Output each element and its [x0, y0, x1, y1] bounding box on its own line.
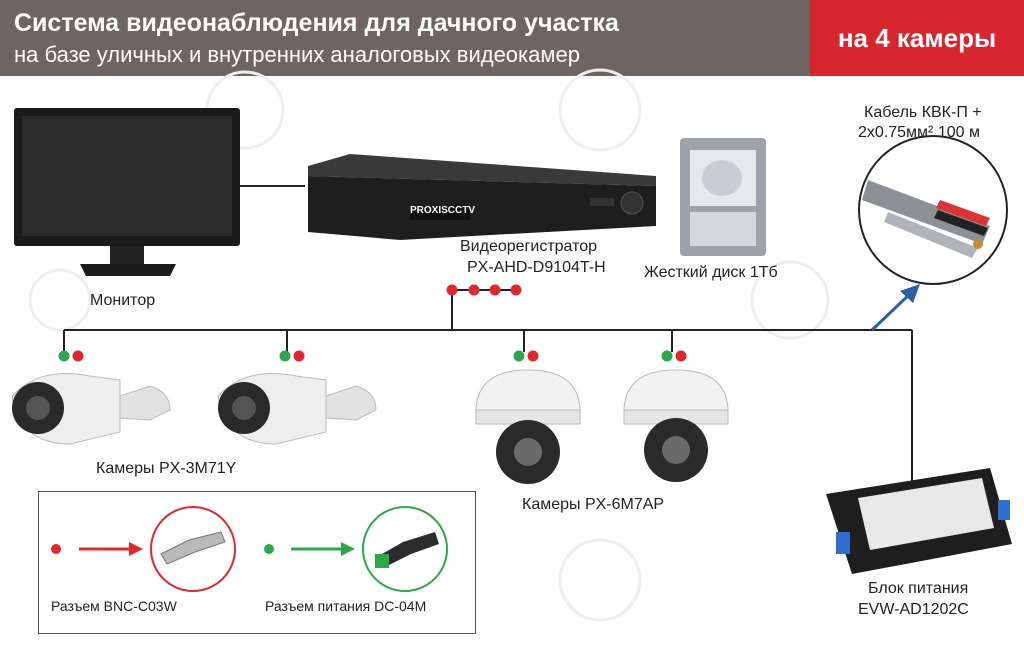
- signal-dot-icon: [51, 544, 61, 554]
- monitor-label: Монитор: [90, 292, 156, 309]
- cable-label-line1: Кабель КВК-П +: [864, 104, 982, 121]
- bullet-cameras-label: Камеры PX-3M71Y: [96, 460, 237, 477]
- wiring: [63, 185, 913, 486]
- dome-camera-2: [623, 369, 729, 482]
- dvr-image: [308, 154, 656, 240]
- hdd-label: Жесткий диск 1Тб: [644, 264, 778, 281]
- dvr-label-line1: Видеорегистратор: [460, 238, 598, 255]
- dome-cameras-label: Камеры PX-6M7AP: [522, 496, 665, 513]
- connector-legend: Разъем BNC-C03W Разъем питания DC-04M: [38, 491, 476, 634]
- hdd-image: [680, 138, 766, 256]
- camera-count-badge: на 4 камеры: [810, 0, 1024, 76]
- psu-label-line2: EVW-AD1202C: [858, 601, 969, 618]
- power-supply-image: [826, 468, 1012, 574]
- psu-label-line1: Блок питания: [868, 580, 969, 597]
- power-dot-icon: [264, 544, 274, 554]
- dome-camera-1: [475, 369, 581, 484]
- header-bar: Система видеонаблюдения для дачного учас…: [0, 0, 1024, 76]
- camera-connector-dots: [58, 350, 687, 362]
- dc-legend-label: Разъем питания DC-04M: [265, 598, 427, 614]
- signal-arrow-icon: [129, 542, 143, 556]
- cable-image: [858, 135, 1008, 285]
- cable-arrow: [870, 284, 920, 332]
- legend-graphics: [51, 506, 448, 592]
- dvr-brand-label: PROXISCCTV: [410, 205, 476, 216]
- monitor-image: [14, 108, 240, 276]
- bnc-legend-label: Разъем BNC-C03W: [51, 598, 177, 614]
- bullet-camera-2: [217, 373, 377, 445]
- dvr-output-dots: [446, 284, 522, 296]
- cable-label-line2: 2x0.75мм² 100 м: [858, 124, 980, 141]
- page-title: Система видеонаблюдения для дачного учас…: [14, 9, 619, 37]
- dvr-label-line2: PX-AHD-D9104T-H: [467, 259, 606, 276]
- bullet-camera-1: [11, 373, 171, 445]
- power-arrow-icon: [341, 542, 355, 556]
- page-subtitle: на базе уличных и внутренних аналоговых …: [14, 42, 580, 67]
